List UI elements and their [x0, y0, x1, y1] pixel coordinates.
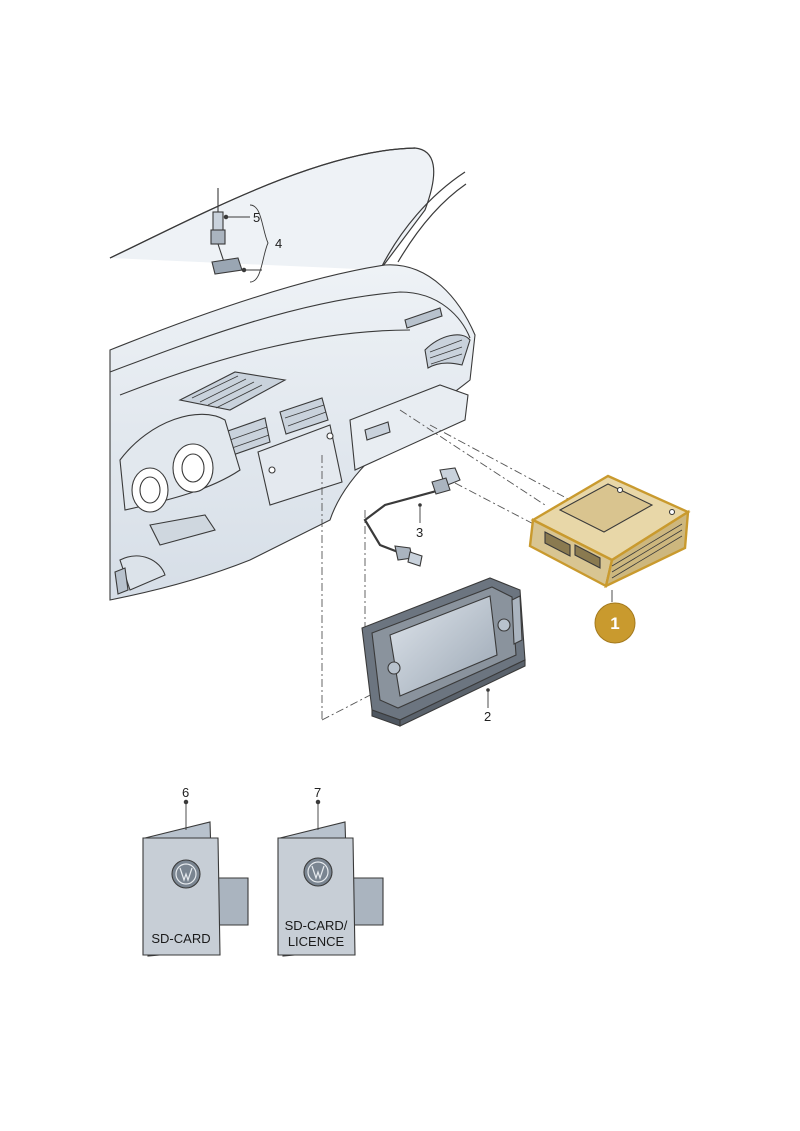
sd-card-licence-booklet[interactable] [277, 821, 384, 957]
control-unit[interactable] [528, 474, 691, 589]
sd-card-booklet[interactable] [142, 821, 249, 957]
card-label-sd-card-licence-line2: LICENCE [288, 934, 345, 949]
part-badge-1[interactable]: 1 [594, 602, 636, 644]
leader-dot-3 [418, 503, 422, 507]
leader-lines-6-7 [183, 799, 321, 830]
windshield [109, 147, 467, 271]
leader-dot-2 [486, 688, 490, 692]
leader-lines-4-5 [223, 204, 269, 283]
antenna-cable[interactable] [363, 467, 461, 567]
part-label-2: 2 [484, 709, 491, 724]
part-label-5: 5 [253, 210, 260, 225]
part-label-3: 3 [416, 525, 423, 540]
part-label-4: 4 [275, 236, 282, 251]
svg-text:1: 1 [610, 614, 619, 633]
part-label-6: 6 [182, 785, 189, 800]
display-unit[interactable] [361, 577, 526, 727]
card-label-sd-card: SD-CARD [151, 931, 210, 946]
part-label-7: 7 [314, 785, 321, 800]
dashboard [109, 264, 476, 601]
card-label-sd-card-licence-line1: SD-CARD/ [285, 918, 348, 933]
